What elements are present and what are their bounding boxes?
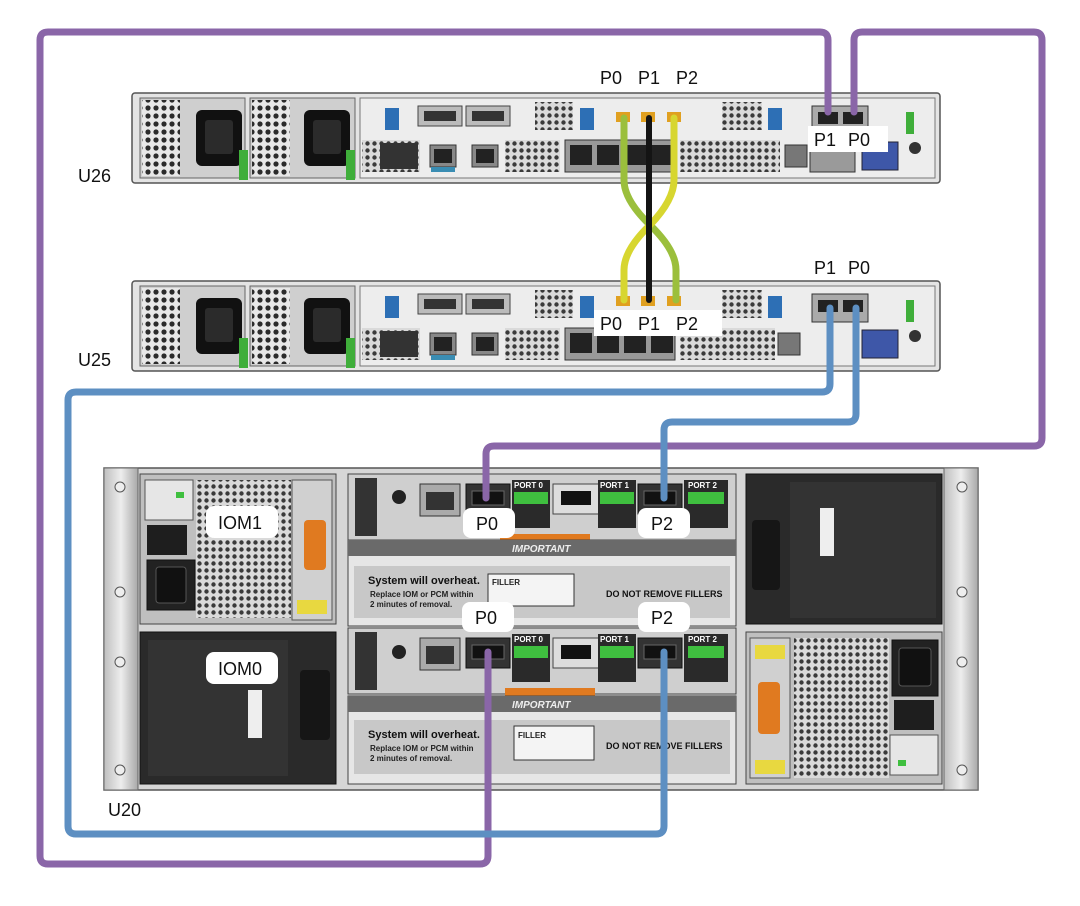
u25-hba-p0-label: P0 xyxy=(848,258,870,278)
replace1-top-text: Replace IOM or PCM within xyxy=(370,590,474,599)
filler-top-text: FILLER xyxy=(492,578,520,587)
u26-cluster-p2-label: P2 xyxy=(676,68,698,88)
cable-blue-u25-p1-to-iom0-p2 xyxy=(64,304,834,838)
u26-hba-p1-label: P1 xyxy=(814,130,836,150)
replace2-bottom-text: 2 minutes of removal. xyxy=(370,754,452,763)
psu-u26-1 xyxy=(139,97,248,180)
replace2-top-text: 2 minutes of removal. xyxy=(370,600,452,609)
no-remove-top-text: DO NOT REMOVE FILLERS xyxy=(606,589,723,599)
filler-panel-top: IMPORTANT System will overheat. Replace … xyxy=(347,539,737,627)
iom1-port2-text: PORT 2 xyxy=(688,481,717,490)
important-top-text: IMPORTANT xyxy=(512,544,571,555)
overheat-bottom-text: System will overheat. xyxy=(368,729,480,741)
cables xyxy=(36,28,1046,868)
important-bottom-text: IMPORTANT xyxy=(512,700,571,711)
cable-purple-u26-p1-to-iom0-p0 xyxy=(36,28,832,868)
psu-u25-2 xyxy=(249,285,356,368)
psu-u26-2 xyxy=(249,97,356,180)
cable-purple-u26-p0-to-iom1-p0 xyxy=(482,28,1046,502)
u26-cluster-p1-label: P1 xyxy=(638,68,660,88)
shelf-psu-top xyxy=(139,473,337,625)
iom0-p2-label: P2 xyxy=(651,608,673,628)
u26-cluster-p0-label: P0 xyxy=(600,68,622,88)
cable-blue-u25-p0-to-iom1-p2 xyxy=(660,304,860,502)
replace1-bottom-text: Replace IOM or PCM within xyxy=(370,744,474,753)
iom0-p0-label: P0 xyxy=(475,608,497,628)
u25-cluster-p0-label: P0 xyxy=(600,314,622,334)
iom0-port0-text: PORT 0 xyxy=(514,635,543,644)
iom0-label: IOM0 xyxy=(218,659,262,679)
iom0-port1-text: PORT 1 xyxy=(600,635,629,644)
iom1-p0-label: P0 xyxy=(476,514,498,534)
filler-bottom-text: FILLER xyxy=(518,731,546,740)
filler-panel-bottom: IMPORTANT System will overheat. Replace … xyxy=(347,695,737,785)
shelf-filler-top-right xyxy=(745,473,943,625)
u25-hba-p1-label: P1 xyxy=(814,258,836,278)
iom1-p2-label: P2 xyxy=(651,514,673,534)
iom1-label: IOM1 xyxy=(218,513,262,533)
iom1-port1-text: PORT 1 xyxy=(600,481,629,490)
u25-cluster-p2-label: P2 xyxy=(676,314,698,334)
u26-hba-p0-label: P0 xyxy=(848,130,870,150)
labels: U26 U25 U20 P0 P1 P2 P1 P0 P1 P0 P0 P1 P… xyxy=(78,68,888,820)
u25-cluster-p1-label: P1 xyxy=(638,314,660,334)
iom0-port2-text: PORT 2 xyxy=(688,635,717,644)
shelf-psu-bottom xyxy=(745,631,943,785)
iom0-module: PORT 0 PORT 1 PORT 2 xyxy=(347,627,737,696)
server-u25 xyxy=(131,280,941,372)
unit-label-u20: U20 xyxy=(108,800,141,820)
iom1-port0-text: PORT 0 xyxy=(514,481,543,490)
psu-u25-1 xyxy=(139,285,248,368)
unit-label-u26: U26 xyxy=(78,166,111,186)
iom1-module: PORT 0 PORT 1 PORT 2 xyxy=(347,473,737,542)
unit-label-u25: U25 xyxy=(78,350,111,370)
overheat-top-text: System will overheat. xyxy=(368,575,480,587)
